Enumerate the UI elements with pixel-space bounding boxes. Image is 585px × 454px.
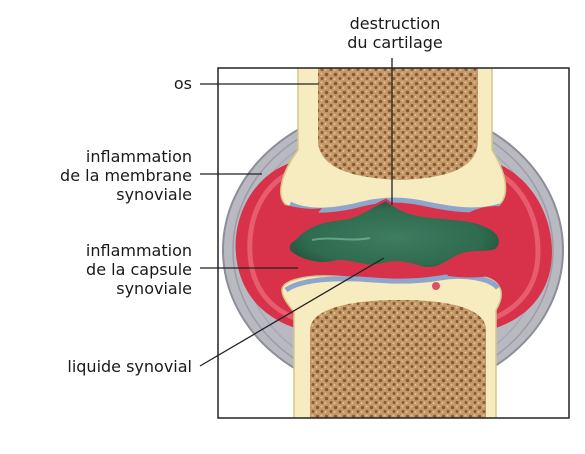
label-synovial-fluid: liquide synovial [20,357,192,376]
label-membrane-inflammation: inflammation de la membrane synoviale [20,147,192,204]
label-bone: os [20,74,192,93]
label-cartilage-destruction: destruction du cartilage [320,14,470,52]
label-capsule-inflammation: inflammation de la capsule synoviale [20,241,192,298]
